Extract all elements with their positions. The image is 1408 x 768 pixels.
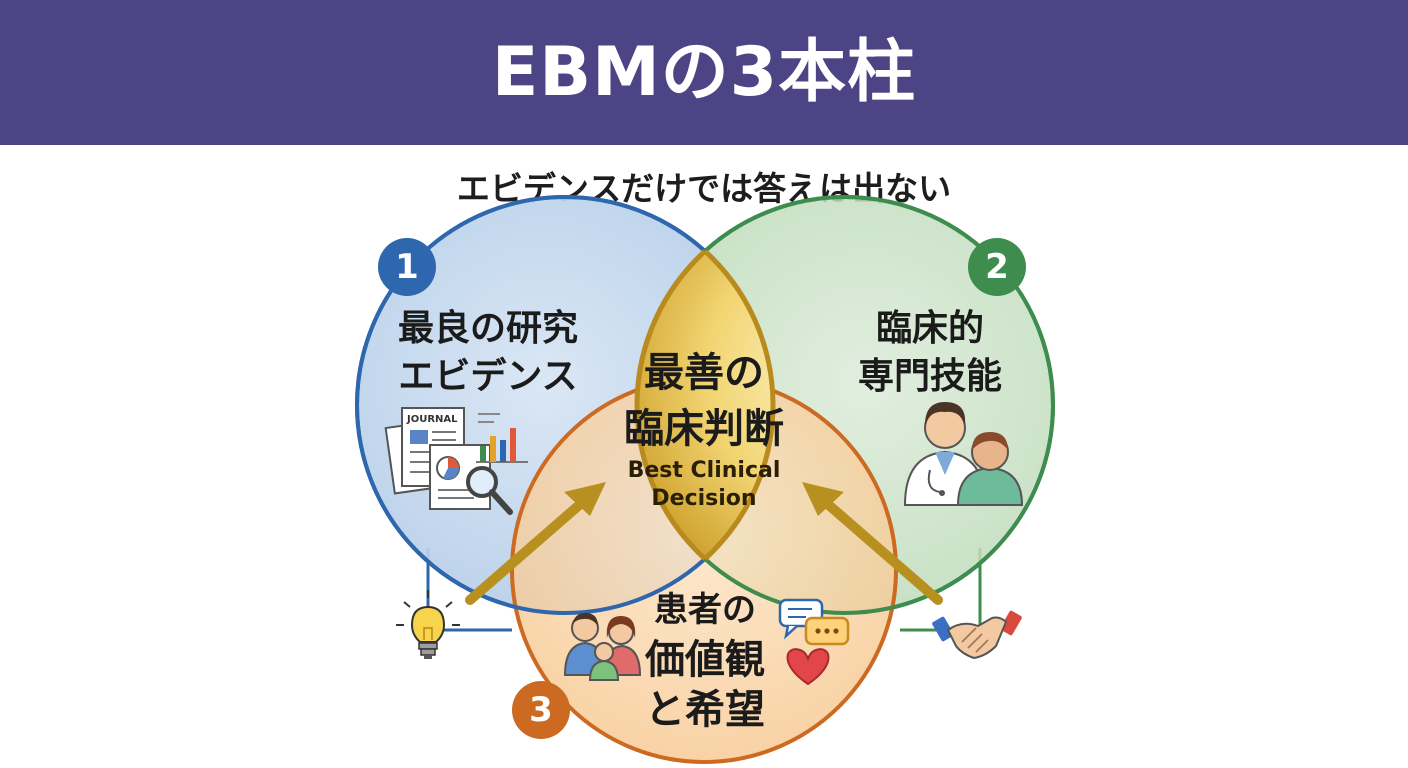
pillar-2-line1: 臨床的: [875, 308, 984, 349]
right-arrow: [802, 482, 943, 605]
pillar-1-line2: エビデンス: [398, 356, 578, 397]
left-arrow: [465, 482, 606, 605]
page-title: EBMの3本柱: [491, 33, 917, 112]
research-papers-chart-magnifier-icon: [384, 407, 528, 515]
journal-label: JOURNAL: [407, 414, 458, 425]
pillar-3-line3: と希望: [645, 687, 765, 733]
pillar-1-label: 最良の研究 エビデンス: [378, 305, 598, 401]
center-line1: 最善の: [644, 350, 764, 396]
pillar-3-label: 患者の 価値観 と希望: [560, 585, 850, 735]
center-lens: [637, 197, 773, 613]
pillar-1-badge: 1: [378, 238, 436, 296]
pillar-3-line2: 価値観: [645, 637, 765, 683]
lightbulb-icon: [396, 590, 460, 659]
pillar-3-line1: 患者の: [654, 590, 756, 630]
center-label-jp: 最善の 臨床判断: [590, 345, 818, 457]
handshake-icon: [932, 610, 1022, 660]
pillar-2-label: 臨床的 専門技能: [830, 305, 1030, 401]
pillar-1-line1: 最良の研究: [397, 308, 578, 349]
pillar-2-line2: 専門技能: [857, 356, 1002, 397]
center-en-line1: Best Clinical: [627, 458, 781, 483]
center-en-line2: Decision: [651, 486, 757, 511]
pillar-3-badge: 3: [512, 681, 570, 739]
family-speech-heart-icon: [563, 598, 850, 686]
pillar-2-badge: 2: [968, 238, 1026, 296]
center-label-en: Best Clinical Decision: [600, 457, 808, 513]
doctor-patient-icon: [903, 402, 1024, 506]
center-line2: 臨床判断: [624, 406, 784, 452]
header-bar: EBMの3本柱: [0, 0, 1408, 145]
